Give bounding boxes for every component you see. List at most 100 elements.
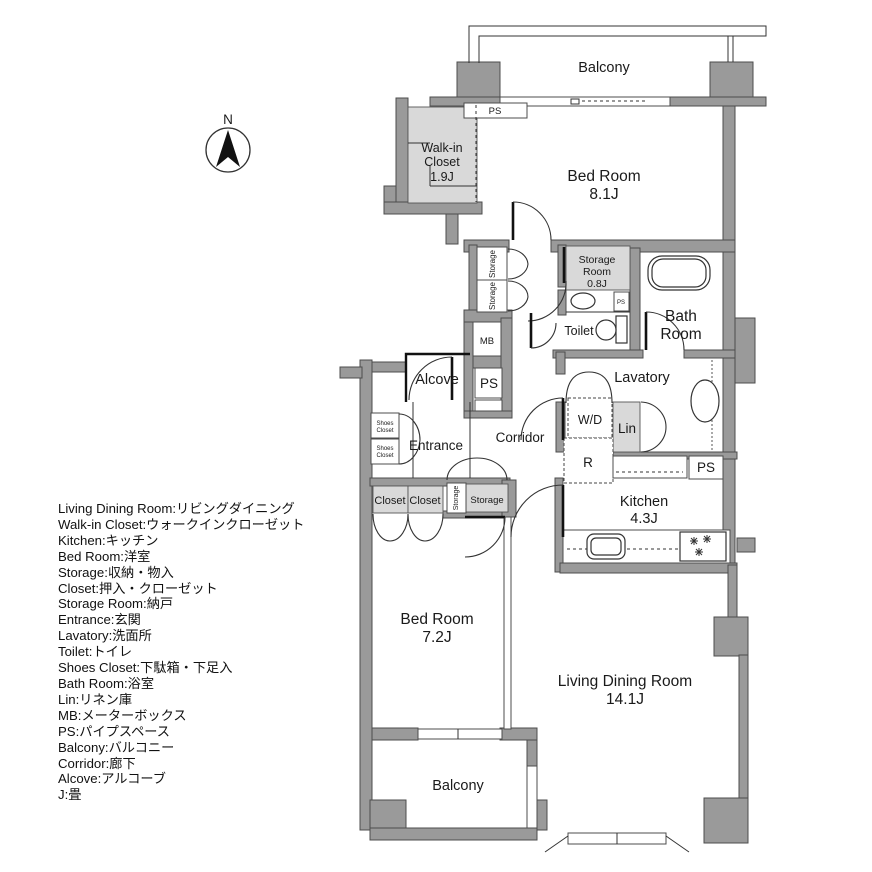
lavatory-label: Lavatory — [614, 370, 670, 386]
legend-line: Shoes Closet:下駄箱・下足入 — [58, 660, 233, 676]
bedroom1-door-swing — [512, 201, 552, 241]
corridor-label: Corridor — [496, 430, 545, 445]
shaded-areas — [372, 106, 641, 514]
storage-room-area — [565, 245, 631, 291]
legend-line: Storage Room:納戸 — [58, 596, 174, 612]
refrigerator-label: R — [583, 455, 593, 470]
bedroom1-label: Bed Room — [567, 168, 640, 185]
closet-doors — [372, 513, 444, 542]
storage-room-label-1: Storage — [579, 254, 616, 266]
shoes-closet-1-label-2: Closet — [376, 428, 393, 434]
storage-small-vertical-box — [446, 482, 467, 514]
closet-2-label: Closet — [409, 495, 440, 507]
walls — [339, 61, 767, 844]
storage-room-door-swing — [527, 280, 567, 322]
ps-kitchen-label: PS — [697, 460, 715, 475]
kitchen-sink-inner-icon — [590, 537, 622, 556]
alcove-label: Alcove — [415, 372, 459, 388]
legend-line: Lavatory:洗面所 — [58, 628, 152, 644]
bedroom2-window — [417, 728, 503, 740]
shoes-closet-2-label-1: Shoes — [376, 446, 393, 452]
legend-line: Closet:押入・クローゼット — [58, 580, 218, 596]
ps-kitchen-box — [688, 455, 724, 480]
toilet-tank-icon — [615, 315, 628, 344]
shoes-closet-2-box — [370, 438, 400, 465]
ldr-door-swing — [510, 484, 564, 538]
bathtub-inner-icon — [651, 258, 707, 288]
bath-label-1: Bath — [665, 308, 697, 325]
washer-dryer-label: W/D — [578, 413, 602, 427]
mb-label: MB — [480, 336, 494, 347]
refrigerator-box — [563, 437, 614, 484]
washer-dryer-box — [567, 397, 613, 439]
compass: N — [205, 112, 251, 173]
shoes-closet-1-box — [370, 412, 400, 439]
storage-small-label: Storage — [470, 495, 503, 506]
walk-in-closet-area — [407, 106, 478, 204]
ldr-side-window — [526, 765, 538, 829]
linen-label: Lin — [618, 421, 636, 436]
legend-line: Living Dining Room:リビングダイニング — [58, 501, 295, 516]
legend-line: Kitchen:キッチン — [58, 532, 159, 548]
bedroom2-ldr-wall — [503, 516, 512, 730]
bath-door-swing — [645, 311, 685, 351]
legend-line: Bath Room:浴室 — [58, 675, 155, 691]
bath-label-2: Room — [660, 326, 701, 343]
storage-cells-folding-doors — [507, 248, 529, 312]
entrance-storage-folding-doors — [446, 457, 508, 481]
ps-mid-label: PS — [480, 376, 498, 391]
closet-2-area — [407, 485, 444, 514]
storage-room-label-3: 0.8J — [587, 278, 607, 290]
legend-line: Entrance:玄関 — [58, 612, 141, 628]
bedroom2-label: Bed Room — [400, 611, 473, 628]
ps-mid-lower-box — [474, 399, 503, 412]
lavatory-folding-door — [565, 371, 613, 404]
storage-cell-2-box — [476, 279, 508, 313]
legend-line: Alcove:アルコーブ — [58, 771, 166, 787]
closet-1-area — [372, 485, 409, 514]
wic-hanger-lines — [408, 142, 477, 187]
legend-line: Storage:収納・物入 — [58, 564, 174, 580]
legend: Living Dining Room:リビングダイニング Walk-in Clo… — [58, 501, 368, 803]
wic-label-3: 1.9J — [430, 170, 454, 184]
stove-icon — [679, 531, 727, 562]
balcony-top-railing-post — [727, 36, 734, 62]
compass-north-arrow-icon — [216, 130, 240, 167]
legend-line: Bed Room:洋室 — [58, 548, 151, 564]
ps-top-label: PS — [489, 106, 502, 117]
service-boxes — [370, 102, 724, 514]
storage-cell-1-label: Storage — [488, 249, 497, 278]
mb-box — [472, 321, 502, 357]
legend-line: Corridor:廊下 — [58, 755, 136, 771]
kitchen-label: Kitchen — [620, 494, 668, 510]
balcony-bottom-label: Balcony — [432, 778, 484, 794]
balcony-top-railing — [468, 25, 767, 63]
wic-label-1: Walk-in — [421, 141, 462, 155]
legend-line: Toilet:トイレ — [58, 644, 133, 660]
bedroom2-door-swing — [464, 516, 506, 558]
bedroom1-size: 8.1J — [589, 186, 618, 203]
corridor-door-swing — [520, 397, 564, 441]
storage-room-label-2: Room — [583, 266, 611, 278]
legend-line: J:畳 — [58, 787, 82, 803]
storage-small-area — [465, 483, 509, 513]
legend-line: Lin:リネン庫 — [58, 691, 133, 707]
legend-line: PS:パイプスペース — [58, 723, 170, 739]
compass-north-label: N — [223, 112, 233, 127]
wic-label-2: Closet — [424, 155, 460, 169]
toilet-bowl-icon — [595, 319, 617, 341]
toilet-label: Toilet — [564, 324, 594, 338]
lavatory-sink-icon — [690, 379, 720, 423]
linen-cabinet-area — [612, 401, 641, 453]
room-labels: Balcony PS Walk-in Closet 1.9J Bed Room … — [374, 60, 715, 794]
fixtures — [408, 142, 731, 564]
ps-mid-box — [474, 367, 503, 399]
entrance-step-lines — [412, 402, 471, 478]
kitchen-counter-pass — [612, 455, 688, 479]
ps-toilet-label: PS — [617, 300, 625, 306]
front-door-swing — [408, 356, 453, 401]
bedroom1-window-latch — [570, 98, 580, 105]
ps-top-box — [463, 102, 528, 119]
